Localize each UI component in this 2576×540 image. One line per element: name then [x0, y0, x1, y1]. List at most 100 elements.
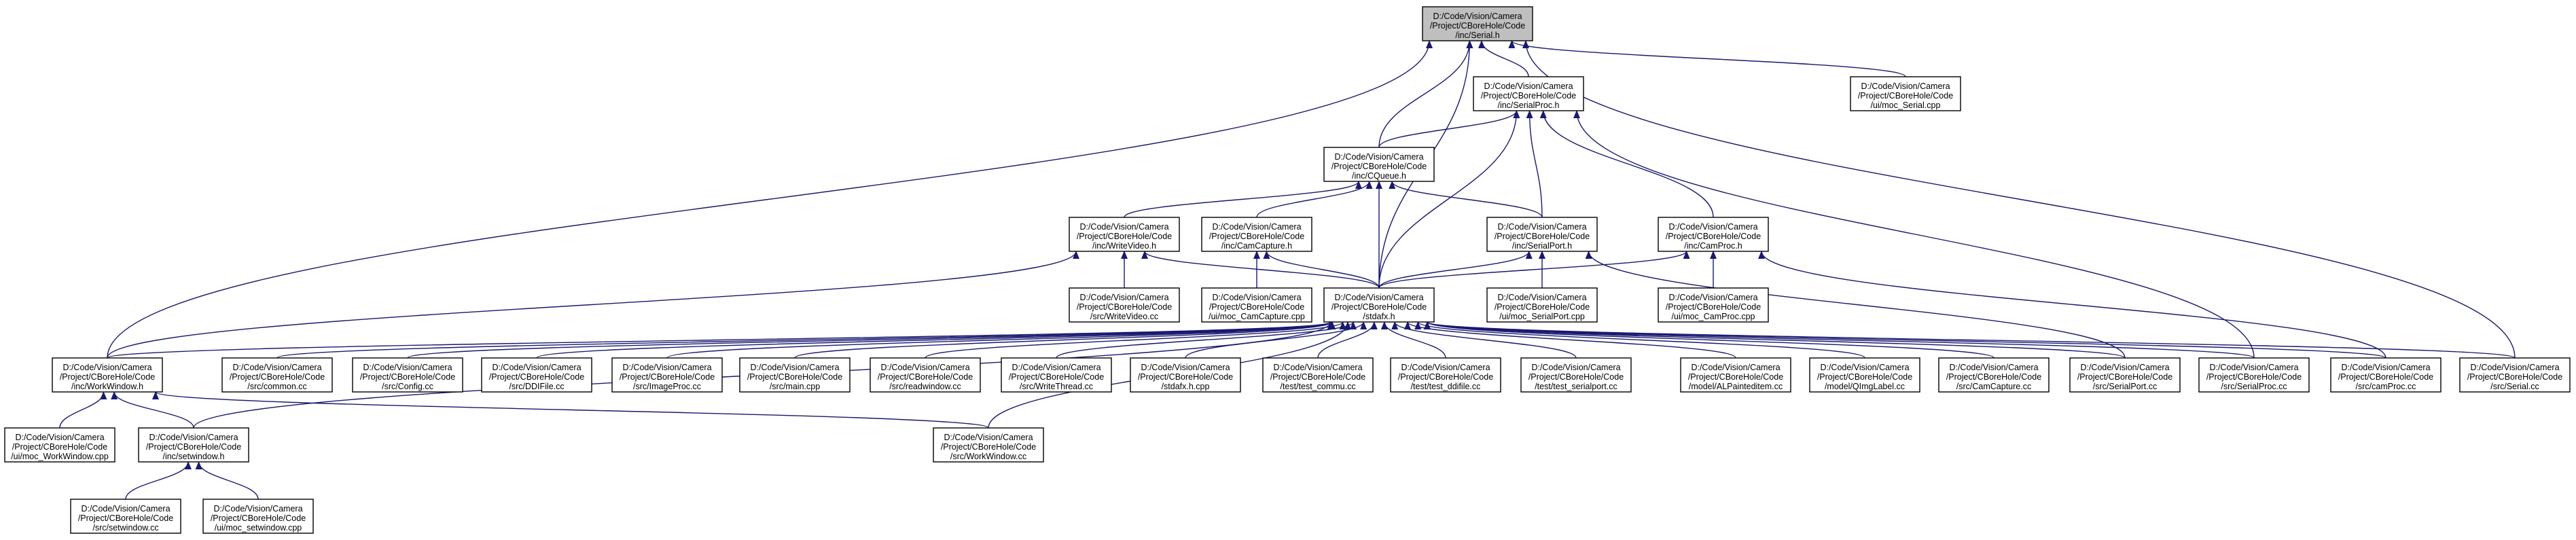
node-box — [1473, 76, 1584, 111]
node-label-line: D:/Code/Vision/Camera — [750, 363, 839, 372]
edge-arrow — [107, 40, 1433, 359]
node-stdafx-h[interactable]: D:/Code/Vision/Camera/Project/CBoreHole/… — [1323, 287, 1435, 323]
node-camcapture-cc[interactable]: D:/Code/Vision/Camera/Project/CBoreHole/… — [1938, 357, 2050, 393]
edge-arrow — [1124, 181, 1362, 218]
node-label-line: /Project/CBoreHole/Code — [146, 442, 241, 452]
node-cqueue-h[interactable]: D:/Code/Vision/Camera/Project/CBoreHole/… — [1323, 147, 1435, 182]
edge-writevideo_h-to-cqueue_h — [1124, 181, 1362, 218]
node-box — [870, 357, 981, 393]
node-box — [1680, 357, 1791, 393]
node-writevideo-h[interactable]: D:/Code/Vision/Camera/Project/CBoreHole/… — [1069, 217, 1180, 252]
edge-readwindow_cc-to-stdafx_h — [925, 321, 1346, 359]
node-box — [739, 357, 851, 393]
node-moc-camcapture[interactable]: D:/Code/Vision/Camera/Project/CBoreHole/… — [1201, 287, 1312, 323]
node-serialproc-h[interactable]: D:/Code/Vision/Camera/Project/CBoreHole/… — [1473, 76, 1584, 111]
node-alpainteditem[interactable]: D:/Code/Vision/Camera/Project/CBoreHole/… — [1680, 357, 1791, 393]
node-label-line: D:/Code/Vision/Camera — [1531, 363, 1620, 372]
node-label-line: /src/Config.cc — [382, 382, 433, 391]
node-moc-setwindow[interactable]: D:/Code/Vision/Camera/Project/CBoreHole/… — [202, 499, 314, 534]
node-label-line: /src/SerialPort.cc — [2093, 382, 2157, 391]
node-test-ddifile[interactable]: D:/Code/Vision/Camera/Project/CBoreHole/… — [1390, 357, 1501, 393]
node-writethread-cc[interactable]: D:/Code/Vision/Camera/Project/CBoreHole/… — [1001, 357, 1112, 393]
node-label-line: /Project/CBoreHole/Code — [1688, 372, 1783, 382]
node-label-line: /stdafx.h — [1363, 312, 1395, 321]
node-label-line: /Project/CBoreHole/Code — [2338, 372, 2433, 382]
edge-arrow — [1263, 251, 1380, 289]
node-setwindow-cc[interactable]: D:/Code/Vision/Camera/Project/CBoreHole/… — [70, 499, 181, 534]
node-config-cc[interactable]: D:/Code/Vision/Camera/Project/CBoreHole/… — [352, 357, 463, 393]
edge-arrow — [1389, 181, 1543, 218]
edge-setwindow_cc-to-setwindow_h — [125, 461, 192, 500]
node-qimglabel[interactable]: D:/Code/Vision/Camera/Project/CBoreHole/… — [1809, 357, 1920, 393]
edge-stdafx_h-to-camcapture_h — [1263, 251, 1380, 289]
node-label-line: /Project/CBoreHole/Code — [360, 372, 455, 382]
node-serial-cc[interactable]: D:/Code/Vision/Camera/Project/CBoreHole/… — [2459, 357, 2571, 393]
edge-arrow — [1391, 321, 1577, 359]
node-label-line: /inc/CQueue.h — [1352, 171, 1406, 181]
edge-serialproc_cc-to-stdafx_h — [1424, 321, 2255, 359]
node-label-line: D:/Code/Vision/Camera — [622, 363, 711, 372]
edge-qimglabel-to-stdafx_h — [1414, 321, 1865, 359]
node-label-line: /Project/CBoreHole/Code — [1077, 232, 1172, 241]
node-label-line: D:/Code/Vision/Camera — [1484, 82, 1573, 91]
node-camproc-h[interactable]: D:/Code/Vision/Camera/Project/CBoreHole/… — [1658, 217, 1769, 252]
node-readwindow-cc[interactable]: D:/Code/Vision/Camera/Project/CBoreHole/… — [870, 357, 981, 393]
node-serial-h[interactable]: D:/Code/Vision/Camera/Project/CBoreHole/… — [1422, 6, 1533, 41]
node-moc-workwindow[interactable]: D:/Code/Vision/Camera/Project/CBoreHole/… — [4, 427, 115, 463]
node-box — [1262, 357, 1374, 393]
edge-arrow — [1378, 110, 1520, 289]
node-label-line: /src/main.cpp — [770, 382, 820, 391]
node-label-line: /Project/CBoreHole/Code — [1270, 372, 1365, 382]
node-label-line: /src/camProc.cc — [2356, 382, 2416, 391]
edge-arrow — [1256, 181, 1373, 218]
node-label-line: /Project/CBoreHole/Code — [78, 514, 173, 523]
edge-arrow — [1526, 110, 1543, 218]
node-workwindow-cc[interactable]: D:/Code/Vision/Camera/Project/CBoreHole/… — [933, 427, 1044, 463]
node-imageproc-cc[interactable]: D:/Code/Vision/Camera/Project/CBoreHole/… — [611, 357, 723, 393]
node-camproc-cc[interactable]: D:/Code/Vision/Camera/Project/CBoreHole/… — [2330, 357, 2441, 393]
node-writevideo-cc[interactable]: D:/Code/Vision/Camera/Project/CBoreHole/… — [1069, 287, 1180, 323]
node-serialport-cc[interactable]: D:/Code/Vision/Camera/Project/CBoreHole/… — [2069, 357, 2181, 393]
node-setwindow-h[interactable]: D:/Code/Vision/Camera/Project/CBoreHole/… — [138, 427, 249, 463]
node-test-serialport[interactable]: D:/Code/Vision/Camera/Project/CBoreHole/… — [1520, 357, 1632, 393]
node-label-line: /src/ImageProc.cc — [633, 382, 701, 391]
node-ddifile-cc[interactable]: D:/Code/Vision/Camera/Project/CBoreHole/… — [481, 357, 592, 393]
node-moc-camproc[interactable]: D:/Code/Vision/Camera/Project/CBoreHole/… — [1658, 287, 1769, 323]
node-label-line: /model/ALPainteditem.cc — [1689, 382, 1783, 391]
node-label-line: /inc/SerialPort.h — [1512, 241, 1572, 251]
node-box — [1130, 357, 1241, 393]
node-label-line: /stdafx.h.cpp — [1162, 382, 1210, 391]
edge-arrow — [1317, 321, 1378, 359]
node-box — [1658, 217, 1769, 252]
node-label-line: D:/Code/Vision/Camera — [15, 433, 104, 442]
node-test-commu[interactable]: D:/Code/Vision/Camera/Project/CBoreHole/… — [1262, 357, 1374, 393]
node-box — [1323, 287, 1435, 323]
node-serialport-h[interactable]: D:/Code/Vision/Camera/Project/CBoreHole/… — [1486, 217, 1598, 252]
node-box — [1422, 6, 1533, 41]
node-workwindow-h[interactable]: D:/Code/Vision/Camera/Project/CBoreHole/… — [52, 357, 163, 393]
node-label-line: /Project/CBoreHole/Code — [1495, 232, 1590, 241]
node-box — [1201, 217, 1312, 252]
edge-stdafx_h-to-camproc_h — [1378, 251, 1690, 289]
node-label-line: /inc/CamProc.h — [1684, 241, 1742, 251]
node-label-line: D:/Code/Vision/Camera — [1668, 293, 1757, 302]
node-box — [2330, 357, 2441, 393]
node-serialproc-cc[interactable]: D:/Code/Vision/Camera/Project/CBoreHole/… — [2198, 357, 2310, 393]
node-camcapture-h[interactable]: D:/Code/Vision/Camera/Project/CBoreHole/… — [1201, 217, 1312, 252]
node-label-line: D:/Code/Vision/Camera — [880, 363, 969, 372]
node-label-line: D:/Code/Vision/Camera — [492, 363, 581, 372]
node-label-line: /inc/setwindow.h — [162, 452, 224, 461]
node-common-cc[interactable]: D:/Code/Vision/Camera/Project/CBoreHole/… — [221, 357, 333, 393]
node-label-line: /src/WorkWindow.cc — [950, 452, 1026, 461]
edge-arrow — [794, 321, 1336, 359]
node-main-cpp[interactable]: D:/Code/Vision/Camera/Project/CBoreHole/… — [739, 357, 851, 393]
edge-serialport_h-to-serialproc_h — [1526, 110, 1543, 218]
node-moc-serial[interactable]: D:/Code/Vision/Camera/Project/CBoreHole/… — [1850, 76, 1961, 111]
node-box — [1658, 287, 1769, 323]
node-moc-serialport[interactable]: D:/Code/Vision/Camera/Project/CBoreHole/… — [1486, 287, 1598, 323]
edge-serial_cc-to-serial_h — [1522, 40, 2516, 359]
node-label-line: D:/Code/Vision/Camera — [1141, 363, 1230, 372]
node-label-line: /Project/CBoreHole/Code — [1858, 91, 1953, 101]
edge-main_cpp-to-stdafx_h — [794, 321, 1336, 359]
node-stdafx-cpp[interactable]: D:/Code/Vision/Camera/Project/CBoreHole/… — [1130, 357, 1241, 393]
